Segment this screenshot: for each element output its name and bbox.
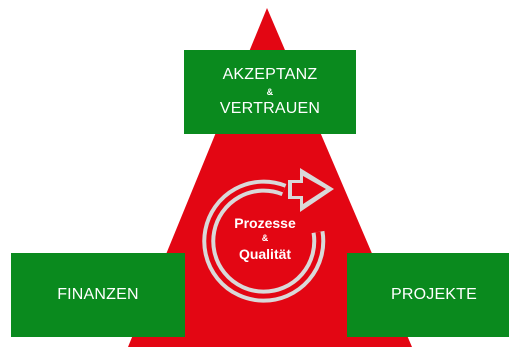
acceptance-trust-box: AKZEPTANZ & VERTRAUEN <box>184 50 356 134</box>
projects-box: PROJEKTE <box>347 253 509 337</box>
finance-label: FINANZEN <box>57 286 139 303</box>
circular-arrow-icon <box>202 168 334 303</box>
red-triangle <box>128 8 412 347</box>
quality-label: Qualität <box>238 246 292 262</box>
acceptance-amp: & <box>266 87 274 97</box>
process-label: Prozesse <box>234 215 296 231</box>
process-amp: & <box>261 233 269 243</box>
projects-label: PROJEKTE <box>390 286 478 303</box>
finance-box: FINANZEN <box>11 253 185 337</box>
process-quality-label: Prozesse & Qualität <box>210 214 320 263</box>
acceptance-label: AKZEPTANZ <box>222 66 318 83</box>
trust-label: VERTRAUEN <box>219 100 321 117</box>
